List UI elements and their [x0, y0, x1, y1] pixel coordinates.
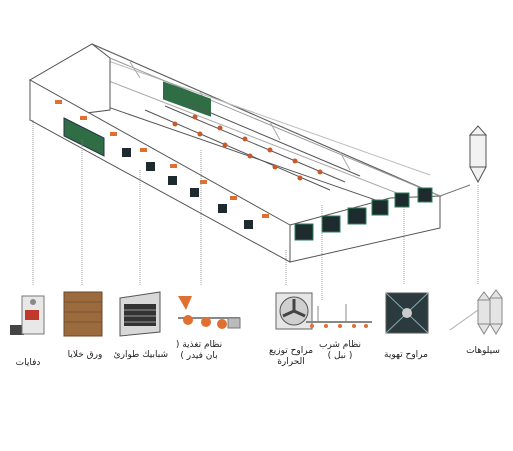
cooling-pad-icon — [63, 291, 103, 337]
label-silos: سيلوهات — [466, 346, 500, 356]
silo-icon — [449, 289, 503, 335]
nipple-drinker-icon — [306, 304, 372, 328]
heater-icon — [10, 295, 45, 335]
label-circulation-fans: مراوح توزيع الحرارة — [268, 346, 314, 367]
label-feeding-system: نظام تغذية ( بان فيدر ) — [175, 340, 223, 361]
shutter-icon — [119, 291, 161, 337]
label-exhaust-fans: مراوح تهوية — [384, 350, 428, 360]
label-cooling-pads: ورق خلايا — [67, 350, 103, 360]
side-windows — [122, 148, 253, 229]
silo — [439, 125, 488, 197]
label-heaters: دفايات — [15, 358, 41, 368]
interior-drinkers — [172, 114, 323, 181]
circulation-fan-icon — [275, 292, 313, 330]
feeder-icon — [178, 296, 241, 329]
exhaust-fan-bank — [294, 187, 433, 241]
exhaust-fan-icon — [385, 292, 429, 334]
label-drinking-system: نظام شرب ( نبل ) — [318, 340, 362, 361]
cooling-pad-panel-front — [63, 117, 105, 157]
label-emergency-shutters: شبابيك طوارئ — [113, 350, 168, 360]
air-inlets — [55, 100, 269, 218]
leader-lines — [32, 120, 479, 300]
poultry-house — [28, 43, 442, 263]
